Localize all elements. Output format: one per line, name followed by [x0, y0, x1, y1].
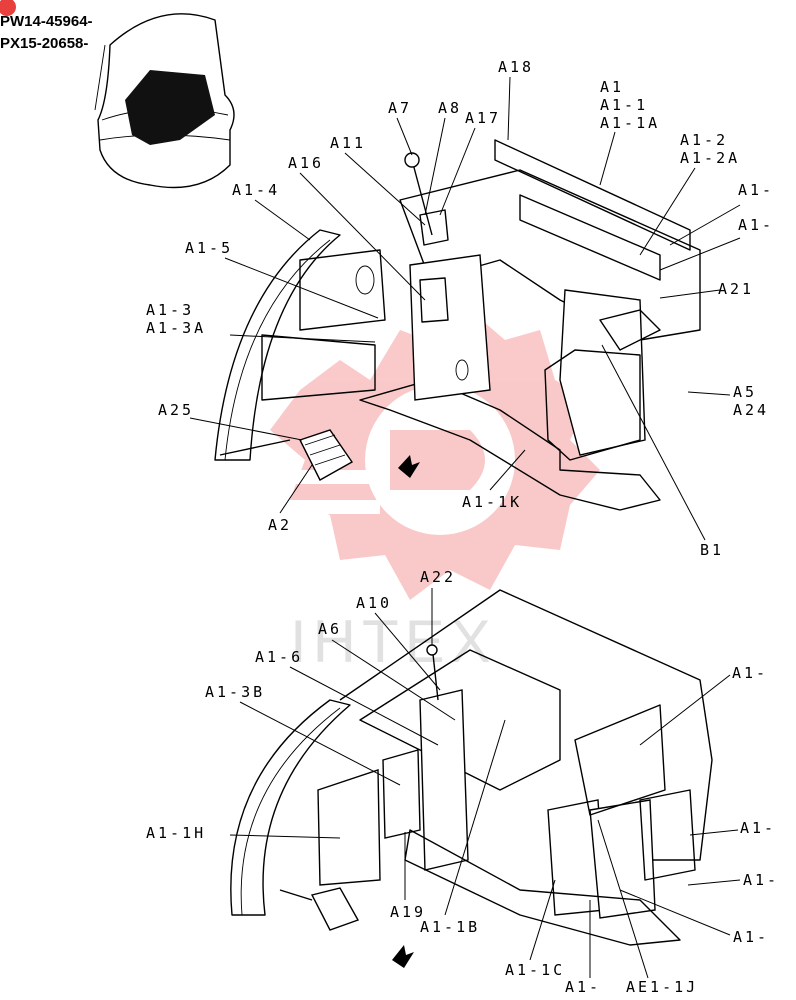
callout-A7: A7 [388, 99, 412, 117]
callout-A1: A1 [600, 78, 624, 96]
top-assembly [214, 139, 701, 511]
callout-A8: A8 [438, 99, 462, 117]
callout-A1-1K: A1-1K [462, 493, 522, 511]
callout-A25: A25 [158, 401, 194, 419]
callout-A1-5: A1-5 [185, 239, 233, 257]
callout-A18: A18 [498, 58, 534, 76]
ref-code-2: PX15-20658- [0, 35, 88, 52]
ref-code-1: PW14-45964- [0, 13, 93, 30]
callout-A1-1B: A1-1B [420, 918, 480, 936]
callout-A1-4: A1-4 [232, 181, 280, 199]
callout-A1-6: A1-6 [255, 648, 303, 666]
callout-A1-right-b: A1- [738, 216, 774, 234]
callout-A1-1H: A1-1H [146, 824, 206, 842]
callout-A1-right-a: A1- [738, 181, 774, 199]
callout-A2: A2 [268, 516, 292, 534]
callout-A1-3: A1-3 [146, 301, 194, 319]
callout-A16: A16 [288, 154, 324, 172]
callout-A1-right-d: A1- [740, 819, 776, 837]
callout-A1-3B: A1-3B [205, 683, 265, 701]
callout-A17: A17 [465, 109, 501, 127]
top-leaders [189, 76, 741, 541]
callout-A1-2A: A1-2A [680, 149, 740, 167]
bottom-leaders [229, 588, 741, 979]
callout-A5: A5 [733, 383, 757, 401]
callout-A24: A24 [733, 401, 769, 419]
callout-A6: A6 [318, 620, 342, 638]
callout-A1-1C: A1-1C [505, 961, 565, 979]
callout-A1-right-c: A1- [732, 664, 768, 682]
callout-A1-3A: A1-3A [146, 319, 206, 337]
callout-A1-bottom: A1- [565, 978, 601, 996]
callout-A21: A21 [718, 280, 754, 298]
callout-A1-1A: A1-1A [600, 114, 660, 132]
callout-A10: A10 [356, 594, 392, 612]
callout-A1-right-e: A1- [743, 871, 779, 889]
cab-thumbnail [0, 0, 235, 189]
top-callouts: A18 A1 A1-1 A1-1A A7 A8 A17 A11 A1-2 A1-… [146, 58, 774, 559]
callout-A11: A11 [330, 134, 366, 152]
bottom-assembly [230, 589, 713, 968]
callout-A1-right-f: A1- [733, 928, 769, 946]
callout-A22: A22 [420, 568, 456, 586]
bottom-callouts: A22 A10 A6 A1-6 A1- A1-3B A1-1H A1- A1- … [146, 568, 779, 996]
callout-B1: B1 [700, 541, 724, 559]
watermark-text: IHTEX [290, 608, 497, 675]
callout-AE1-1J: AE1-1J [626, 978, 698, 996]
callout-A19: A19 [390, 903, 426, 921]
callout-A1-1: A1-1 [600, 96, 648, 114]
callout-A1-2: A1-2 [680, 131, 728, 149]
